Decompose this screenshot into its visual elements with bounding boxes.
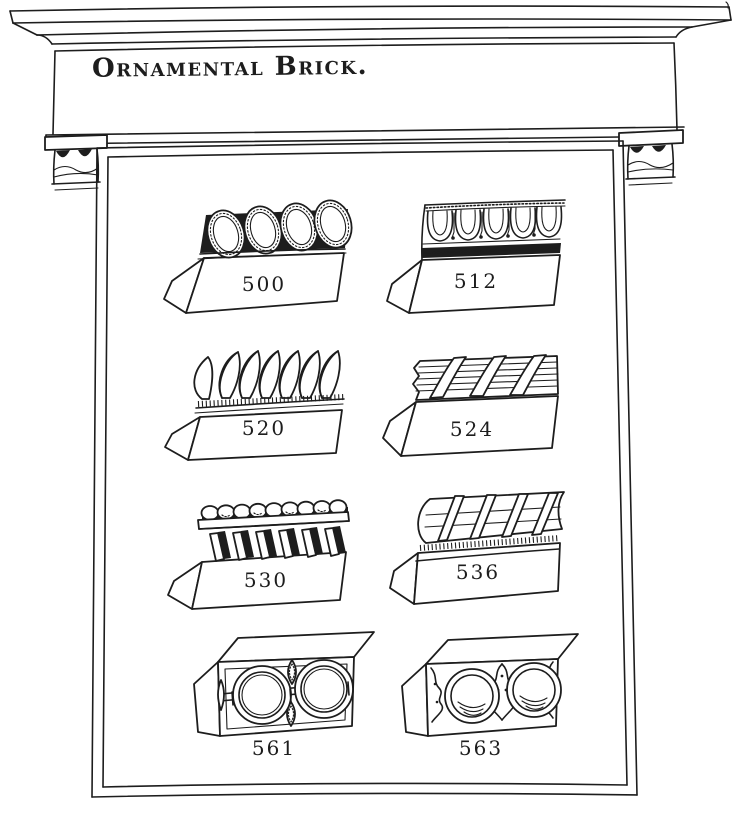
brick-number: 530 bbox=[244, 568, 288, 592]
egg-and-dart-brick-icon: 500 bbox=[163, 199, 353, 314]
panel-frame bbox=[91, 140, 638, 798]
ribbon-torus-brick-icon: 536 bbox=[389, 491, 565, 605]
left-corbel-drawing bbox=[44, 134, 108, 191]
double-ring-foliate-brick-icon: 563 bbox=[401, 633, 579, 760]
brick-number: 561 bbox=[252, 736, 296, 760]
figure-brick-512: 512 bbox=[368, 194, 568, 324]
page-title: Ornamental Brick. bbox=[91, 50, 369, 84]
figure-brick-524: 524 bbox=[368, 346, 563, 468]
stray-ink-mark bbox=[725, 1, 729, 9]
brick-number: 512 bbox=[454, 269, 498, 293]
brick-number: 563 bbox=[459, 736, 503, 760]
ribbon-and-reed-brick-icon: 524 bbox=[382, 354, 559, 457]
figure-brick-561: 561 bbox=[172, 626, 377, 761]
double-ring-strap-brick-icon: 561 bbox=[193, 631, 375, 760]
brick-number: 524 bbox=[450, 417, 494, 441]
brick-number: 520 bbox=[242, 416, 286, 440]
figure-brick-500: 500 bbox=[148, 196, 353, 324]
figure-brick-563: 563 bbox=[382, 626, 582, 761]
figure-brick-520: 520 bbox=[148, 340, 353, 468]
leaf-and-tongue-brick-icon: 512 bbox=[386, 199, 566, 314]
bead-and-dentil-brick-icon: 530 bbox=[167, 499, 350, 610]
brick-number: 500 bbox=[242, 272, 286, 296]
spiral-flute-brick-icon: 520 bbox=[164, 350, 345, 461]
brick-number: 536 bbox=[456, 560, 500, 584]
right-corbel-drawing bbox=[618, 129, 684, 186]
figure-brick-530: 530 bbox=[148, 488, 358, 618]
figure-brick-536: 536 bbox=[368, 487, 568, 611]
